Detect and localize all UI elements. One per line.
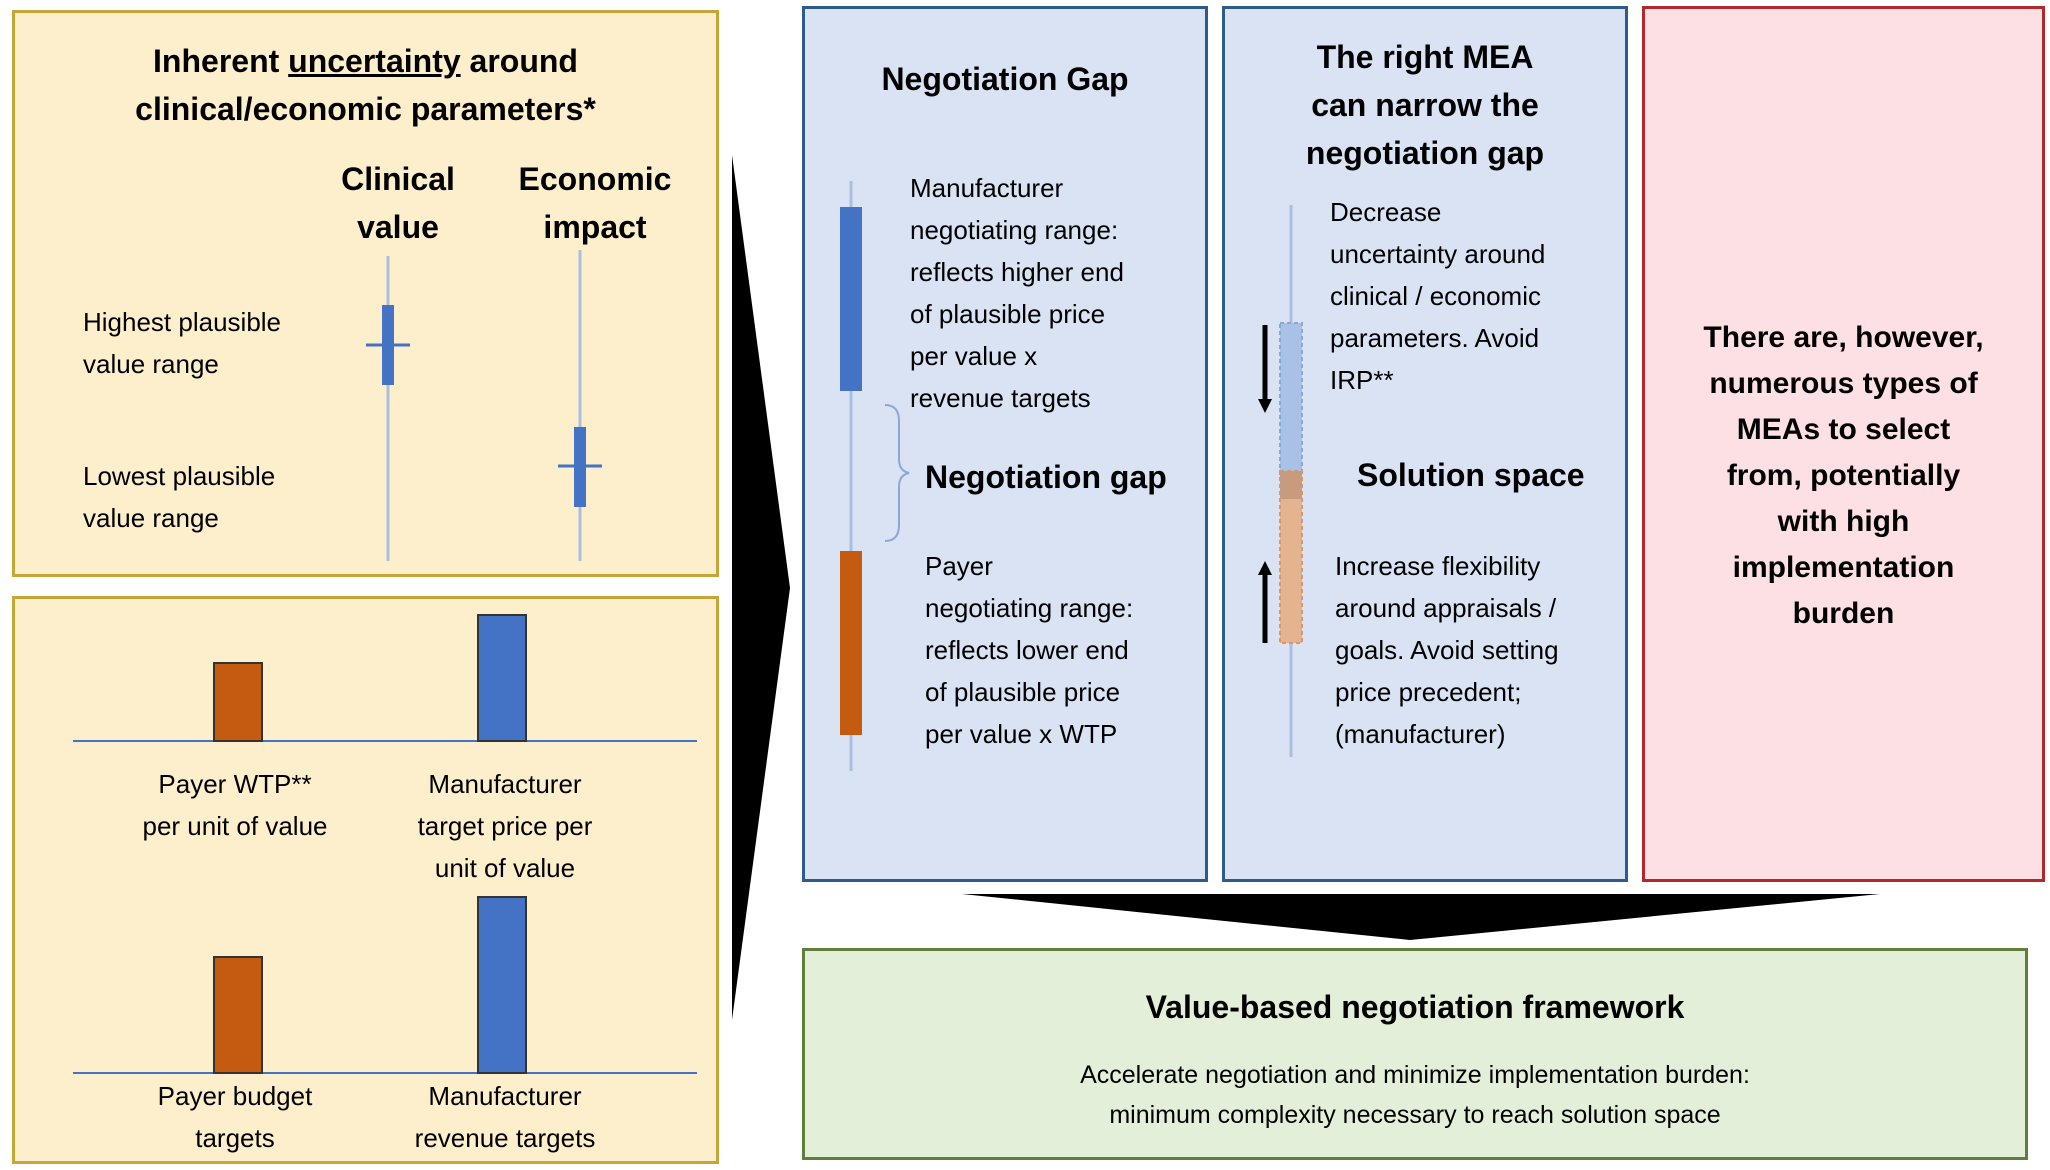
big-down-arrow — [962, 894, 1880, 940]
gap-bars — [840, 181, 910, 771]
col-clinical-line1: Clinical — [341, 161, 455, 197]
payer-range-bar — [840, 551, 862, 735]
note-line-4: with high — [1777, 505, 1910, 538]
framework-desc: Accelerate negotiation and minimize impl… — [805, 1055, 2025, 1135]
gap-brace — [884, 404, 910, 542]
narrowed-mfr-bar — [1279, 322, 1303, 476]
title-underlined: uncertainty — [288, 43, 461, 79]
title-text-post: around — [460, 43, 578, 79]
payer-wtp-line2: per unit of value — [142, 811, 328, 841]
mea-bottom-line-1: around appraisals / — [1335, 593, 1557, 623]
framework-line-2: minimum complexity necessary to reach so… — [1109, 1101, 1721, 1129]
mfr-revenue-label: Manufacturer revenue targets — [375, 1075, 635, 1159]
mea-top-line-2: clinical / economic — [1330, 281, 1541, 311]
col-clinical-line2: value — [357, 209, 439, 245]
row-high-label: Highest plausible value range — [83, 301, 281, 385]
row-low-label: Lowest plausible value range — [83, 455, 275, 539]
col-clinical-label: Clinical value — [313, 155, 483, 251]
mea-panel: The right MEA can narrow the negotiation… — [1222, 6, 1628, 882]
payer-budget-line2: targets — [195, 1123, 275, 1153]
payer-range-text: Payer negotiating range: reflects lower … — [925, 545, 1133, 755]
col-economic-line2: impact — [543, 209, 647, 245]
row-high-line1: Highest plausible — [83, 307, 282, 337]
payer-wtp-bar — [213, 662, 263, 742]
note-panel: There are, however, numerous types of ME… — [1642, 6, 2045, 882]
up-arrow-icon — [1258, 561, 1272, 643]
gap-label: Negotiation gap — [925, 459, 1167, 495]
mea-top-text: Decrease uncertainty around clinical / e… — [1330, 191, 1545, 401]
mfr-price-line3: unit of value — [434, 853, 576, 883]
mfr-range-text: Manufacturer negotiating range: reflects… — [910, 167, 1124, 419]
mea-top-line-3: parameters. Avoid — [1330, 323, 1540, 353]
solution-space-label: Solution space — [1357, 457, 1585, 493]
mfr-price-bar — [477, 614, 527, 742]
solution-overlap — [1280, 471, 1302, 499]
col-economic-label: Economic impact — [495, 155, 695, 251]
mfr-line-0: Manufacturer — [910, 173, 1064, 203]
mea-bars — [1258, 205, 1303, 757]
payer-line-4: per value x WTP — [925, 719, 1118, 749]
note-text: There are, however, numerous types of ME… — [1645, 315, 2042, 637]
row-low-line1: Lowest plausible — [83, 461, 276, 491]
payer-line-1: negotiating range: — [925, 593, 1134, 623]
down-arrow-icon — [1258, 325, 1272, 413]
mea-title-line-2: negotiation gap — [1305, 135, 1545, 171]
targets-panel: Payer WTP** per unit of value Manufactur… — [12, 596, 719, 1164]
gap-title: Negotiation Gap — [881, 61, 1129, 97]
mfr-line-5: revenue targets — [910, 383, 1091, 413]
title-line2: clinical/economic parameters* — [135, 91, 596, 127]
payer-budget-label: Payer budget targets — [105, 1075, 365, 1159]
mfr-price-line1: Manufacturer — [428, 769, 582, 799]
mfr-price-label: Manufacturer target price per unit of va… — [375, 763, 635, 889]
note-line-5: implementation — [1732, 551, 1955, 584]
mea-bottom-text: Increase flexibility around appraisals /… — [1335, 545, 1559, 755]
mfr-revenue-line2: revenue targets — [414, 1123, 596, 1153]
mea-bottom-line-2: goals. Avoid setting — [1335, 635, 1559, 665]
uncertainty-whiskers — [366, 250, 602, 561]
row-low-line2: value range — [83, 503, 219, 533]
mea-title: The right MEA can narrow the negotiation… — [1225, 33, 1625, 177]
note-line-3: from, potentially — [1726, 459, 1961, 492]
mea-title-line-1: can narrow the — [1311, 87, 1539, 123]
payer-wtp-line1: Payer WTP** — [158, 769, 312, 799]
payer-line-3: of plausible price — [925, 677, 1121, 707]
mea-bottom-line-4: (manufacturer) — [1335, 719, 1506, 749]
note-line-2: MEAs to select — [1736, 413, 1951, 446]
mfr-revenue-bar — [477, 896, 527, 1074]
big-right-arrow — [732, 155, 790, 1020]
mfr-line-3: of plausible price — [910, 299, 1106, 329]
mfr-line-2: reflects higher end — [910, 257, 1124, 287]
payer-line-0: Payer — [925, 551, 993, 581]
mfr-price-line2: target price per — [417, 811, 593, 841]
mfr-line-1: negotiating range: — [910, 215, 1119, 245]
framework-panel: Value-based negotiation framework Accele… — [802, 948, 2028, 1160]
note-line-6: burden — [1792, 597, 1895, 630]
mfr-line-4: per value x — [910, 341, 1038, 371]
mea-top-line-4: IRP** — [1330, 365, 1394, 395]
row-high-line2: value range — [83, 349, 219, 379]
negotiation-gap-panel: Negotiation Gap Manufacturer negotiating… — [802, 6, 1208, 882]
mea-top-line-1: uncertainty around — [1330, 239, 1546, 269]
mea-top-line-0: Decrease — [1330, 197, 1442, 227]
mea-bottom-line-0: Increase flexibility — [1335, 551, 1541, 581]
note-line-1: numerous types of — [1709, 367, 1978, 400]
uncertainty-title: Inherent uncertainty around clinical/eco… — [15, 37, 716, 133]
title-text: Inherent — [153, 43, 289, 79]
col-economic-line1: Economic — [518, 161, 672, 197]
payer-line-2: reflects lower end — [925, 635, 1129, 665]
framework-title: Value-based negotiation framework — [1145, 989, 1685, 1025]
note-line-0: There are, however, — [1703, 321, 1984, 354]
mea-title-line-0: The right MEA — [1316, 39, 1534, 75]
payer-wtp-label: Payer WTP** per unit of value — [105, 763, 365, 847]
mfr-revenue-line1: Manufacturer — [428, 1081, 582, 1111]
mfr-range-bar — [840, 207, 862, 391]
mea-bottom-line-3: price precedent; — [1335, 677, 1522, 707]
payer-budget-line1: Payer budget — [157, 1081, 313, 1111]
targets-bars — [73, 614, 697, 1074]
payer-budget-bar — [213, 956, 263, 1074]
uncertainty-panel: Inherent uncertainty around clinical/eco… — [12, 10, 719, 577]
framework-line-1: Accelerate negotiation and minimize impl… — [1080, 1061, 1750, 1089]
